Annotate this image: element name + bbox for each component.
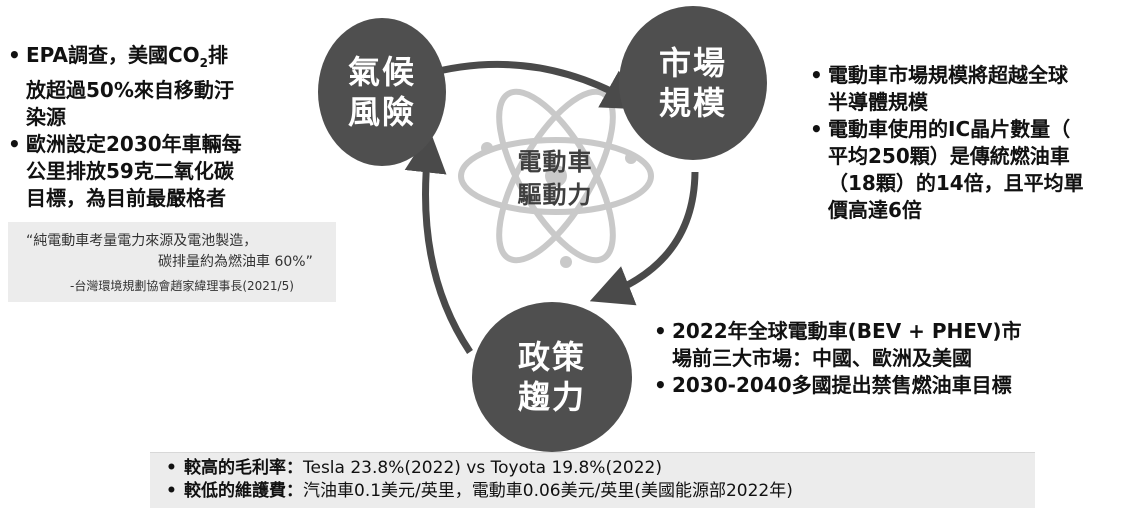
policy-bullet-text: 場前三大市場：中國、歐洲及美國: [672, 346, 972, 370]
arrow-policy-to-climate: [404, 130, 473, 354]
climate-bullet-text: 歐洲設定2030年車輛每: [26, 132, 242, 156]
climate-bullet-text: 目標，為目前最嚴格者: [26, 186, 226, 210]
climate-bullets: EPA調查，美國CO2排 放超過50%來自移動汙 染源 歐洲設定2030年車輛每…: [6, 42, 306, 212]
climate-bullet-text: 公里排放59克二氧化碳: [26, 159, 234, 183]
market-bullet-text: 電動車市場規模將超越全球: [828, 63, 1068, 87]
climate-bullet-text: EPA調查，美國CO: [26, 43, 200, 67]
node-market-line1: 市場: [658, 44, 727, 82]
node-market-scale: 市場 規模: [619, 6, 767, 160]
market-bullet-text: （18顆）的14倍，且平均單: [828, 171, 1084, 195]
node-climate-risk: 氣候 風險: [318, 18, 446, 166]
atom-nucleus: [545, 165, 567, 187]
node-policy-line2: 趨力: [517, 378, 586, 416]
center-label-line2: 驅動力: [517, 181, 593, 209]
climate-bullet: EPA調查，美國CO2排 放超過50%來自移動汙 染源: [6, 42, 306, 131]
arrow-climate-to-market: [422, 60, 646, 110]
node-policy-line1: 政策: [517, 338, 586, 376]
footer-box: 較高的毛利率：Tesla 23.8%(2022) vs Toyota 19.8%…: [150, 452, 1035, 508]
policy-bullet: 2030-2040多國提出禁售燃油車目標: [652, 372, 1072, 399]
climate-bullet-text: 染源: [26, 105, 66, 129]
climate-bullet-text: 排: [208, 43, 229, 67]
market-bullet-text: 價高達6倍: [828, 198, 922, 222]
quote-line2: 碳排量約為燃油車 60%”: [158, 254, 313, 270]
policy-bullet: 2022年全球電動車(BEV + PHEV)市 場前三大市場：中國、歐洲及美國: [652, 318, 1072, 372]
arrow-market-to-policy: [589, 171, 699, 306]
market-bullet-text: 平均250顆）是傳統燃油車: [828, 144, 1070, 168]
footer-bullet: 較高的毛利率：Tesla 23.8%(2022) vs Toyota 19.8%…: [164, 457, 793, 480]
quote-line1: “純電動車考量電力來源及電池製造，: [26, 233, 258, 249]
node-climate-line2: 風險: [347, 93, 416, 131]
market-bullet-text: 半導體規模: [828, 90, 928, 114]
market-bullet: 電動車使用的IC晶片數量（ 平均250顆）是傳統燃油車 （18顆）的14倍，且平…: [808, 116, 1126, 224]
node-policy-drive: 政策 趨力: [472, 302, 632, 452]
policy-bullet-text: 2022年全球電動車(BEV + PHEV)市: [672, 319, 1022, 343]
quote-box: “純電動車考量電力來源及電池製造， 碳排量約為燃油車 60%” -台灣環境規劃協…: [8, 222, 336, 302]
climate-bullet-text: 放超過50%來自移動汙: [26, 78, 234, 102]
policy-bullets: 2022年全球電動車(BEV + PHEV)市 場前三大市場：中國、歐洲及美國 …: [652, 318, 1072, 399]
center-label: 電動車 驅動力: [490, 146, 620, 212]
center-label-line1: 電動車: [517, 148, 593, 176]
node-market-line2: 規模: [658, 84, 727, 122]
atom-electron: [481, 142, 493, 154]
policy-bullet-text: 2030-2040多國提出禁售燃油車目標: [672, 373, 1012, 397]
footer-text: 汽油車0.1美元/英里，電動車0.06美元/英里(美國能源部2022年): [303, 481, 793, 501]
quote-source: -台灣環境規劃協會趙家緯理事長(2021/5): [70, 279, 294, 293]
climate-bullet: 歐洲設定2030年車輛每 公里排放59克二氧化碳 目標，為目前最嚴格者: [6, 131, 306, 212]
atom-electron: [560, 256, 572, 268]
market-bullets: 電動車市場規模將超越全球 半導體規模 電動車使用的IC晶片數量（ 平均250顆）…: [808, 62, 1126, 224]
footer-label: 較低的維護費：: [184, 481, 303, 501]
footer-text: Tesla 23.8%(2022) vs Toyota 19.8%(2022): [303, 458, 662, 478]
atom-electron: [625, 152, 637, 164]
market-bullet-text: 電動車使用的IC晶片數量（: [828, 117, 1071, 141]
co2-subscript: 2: [199, 56, 209, 70]
market-bullet: 電動車市場規模將超越全球 半導體規模: [808, 62, 1126, 116]
node-climate-line1: 氣候: [347, 53, 416, 91]
footer-bullet: 較低的維護費：汽油車0.1美元/英里，電動車0.06美元/英里(美國能源部202…: [164, 480, 793, 503]
footer-label: 較高的毛利率：: [184, 458, 303, 478]
